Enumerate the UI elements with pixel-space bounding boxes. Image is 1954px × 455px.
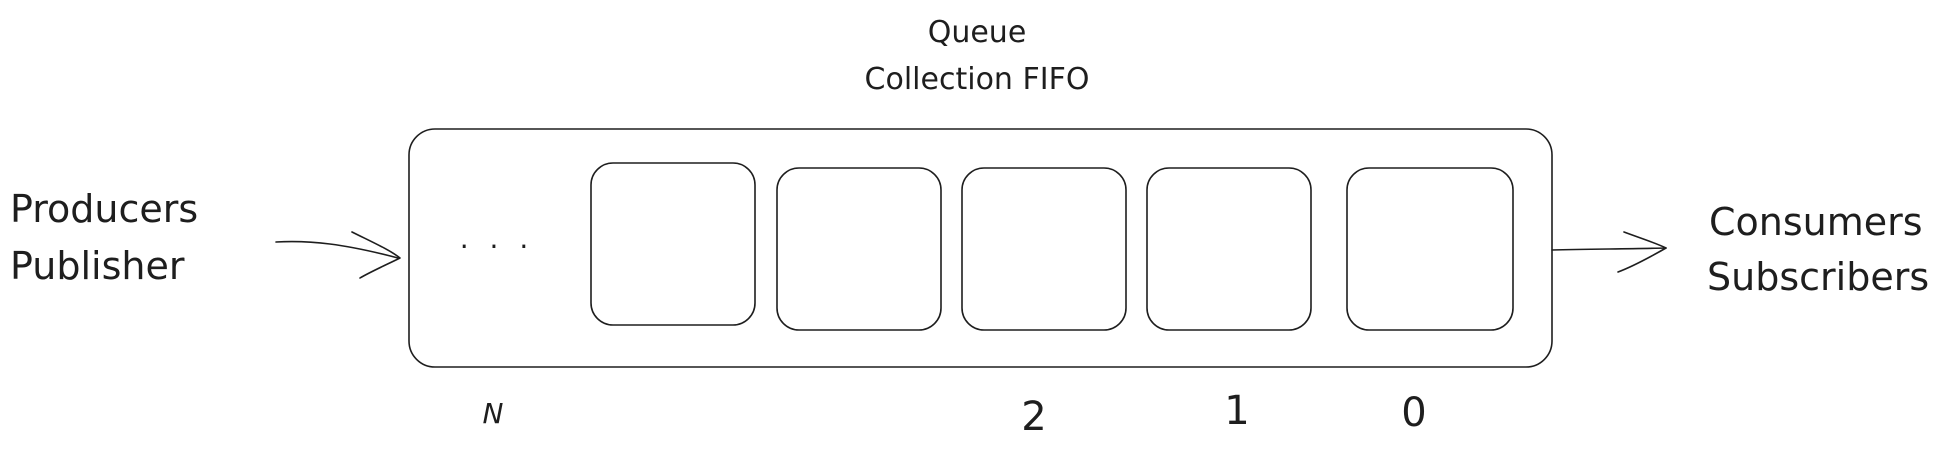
queue-slot — [590, 162, 756, 326]
slot-index-label: 0 — [1401, 390, 1426, 436]
diagram-subtitle: Collection FIFO — [865, 62, 1090, 97]
queue-slot — [1146, 167, 1312, 331]
queue-slot — [1346, 167, 1514, 331]
incoming-arrow — [275, 231, 401, 279]
subscriber-label: Subscribers — [1707, 255, 1929, 299]
slot-index-label: 1 — [1224, 388, 1249, 434]
outgoing-arrow — [1551, 231, 1667, 273]
publisher-label: Publisher — [10, 244, 185, 288]
queue-slot — [776, 167, 942, 331]
queue-ellipsis: . . . — [460, 222, 535, 255]
slot-index-label: 2 — [1021, 394, 1046, 440]
consumer-label: Consumers — [1709, 200, 1923, 244]
tail-index-label: N — [483, 397, 504, 430]
queue-container — [408, 128, 1553, 368]
queue-slot — [961, 167, 1127, 331]
producer-label: Producers — [10, 187, 198, 231]
diagram-title: Queue — [928, 15, 1027, 50]
